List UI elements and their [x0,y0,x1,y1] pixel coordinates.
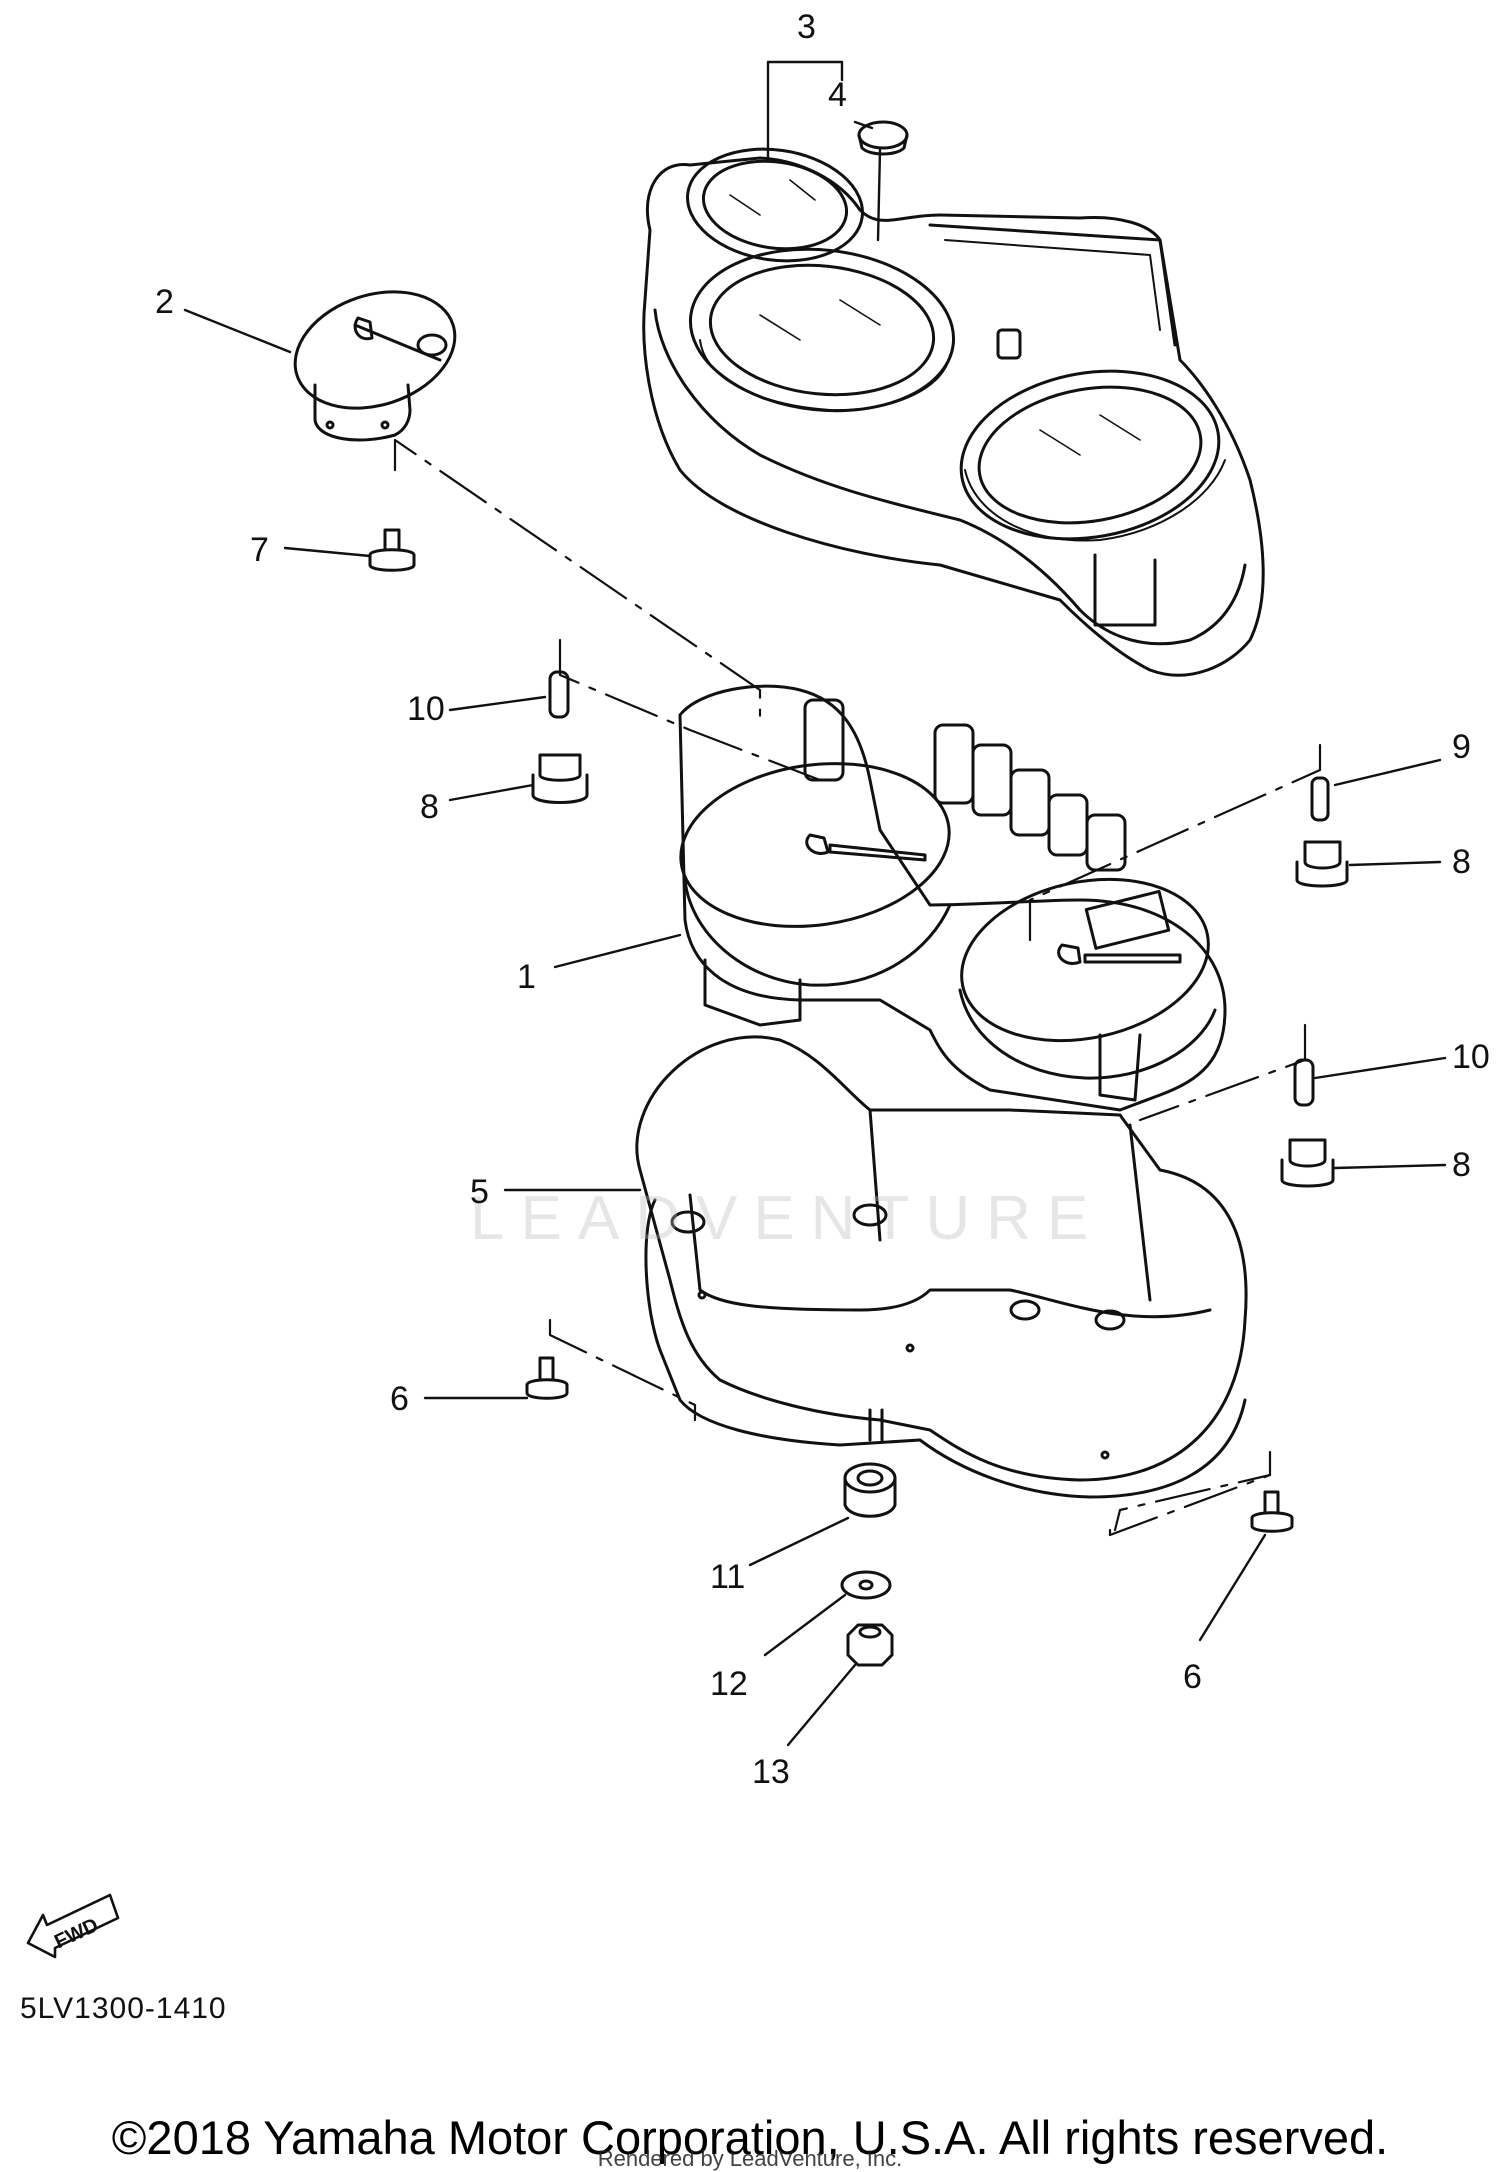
callout-10-left: 10 [407,690,445,728]
callout-8-right-lower: 8 [1452,1146,1471,1184]
bulb-10-left-part [548,670,570,719]
leader-lines [183,60,1447,1747]
callout-8-left: 8 [420,788,439,826]
socket-8-right-upper-part [1295,840,1349,888]
socket-8-right-lower-part [1280,1138,1335,1188]
callout-12: 12 [710,1665,748,1703]
grommet-11-part [843,1462,897,1518]
watermark: LEADVENTURE [470,1184,1105,1253]
screw-7-part [368,528,416,572]
washer-12-part [840,1570,892,1600]
bulb-10-right-part [1293,1058,1315,1107]
meter-cover-part [642,147,1265,677]
screw-6-right-part [1250,1490,1294,1533]
diagram-code: 5LV1300-1410 [20,1992,227,2025]
callout-2: 2 [155,283,174,321]
rendered-by-note: Rendered by LeadVenture, Inc. [597,2146,903,2171]
callout-6-right: 6 [1183,1658,1202,1696]
callout-7: 7 [250,531,269,569]
socket-8-left-part [531,753,589,804]
callout-10-right: 10 [1452,1038,1490,1076]
callout-5: 5 [470,1173,489,1211]
fwd-arrow-icon: FWD [26,1893,120,1959]
bulb-9-part [1310,776,1330,822]
callout-13: 13 [752,1753,790,1791]
cap-4-part [857,120,909,156]
callout-8-right-upper: 8 [1452,843,1471,881]
callout-6-left: 6 [390,1380,409,1418]
screw-6-left-part [525,1356,569,1400]
callout-1: 1 [517,958,536,996]
copyright-notice: ©2018 Yamaha Motor Corporation, U.S.A. A… [111,2111,1389,2164]
nut-13-part [846,1623,894,1667]
callout-3: 3 [797,8,816,46]
callout-9: 9 [1452,728,1471,766]
callout-4: 4 [828,76,847,114]
gauge-2-part [293,290,457,442]
meter-case-part [635,1035,1248,1499]
callout-11: 11 [710,1558,746,1596]
meter-assembly-part [678,684,1227,1112]
dashed-connection-lines [393,438,1322,1537]
